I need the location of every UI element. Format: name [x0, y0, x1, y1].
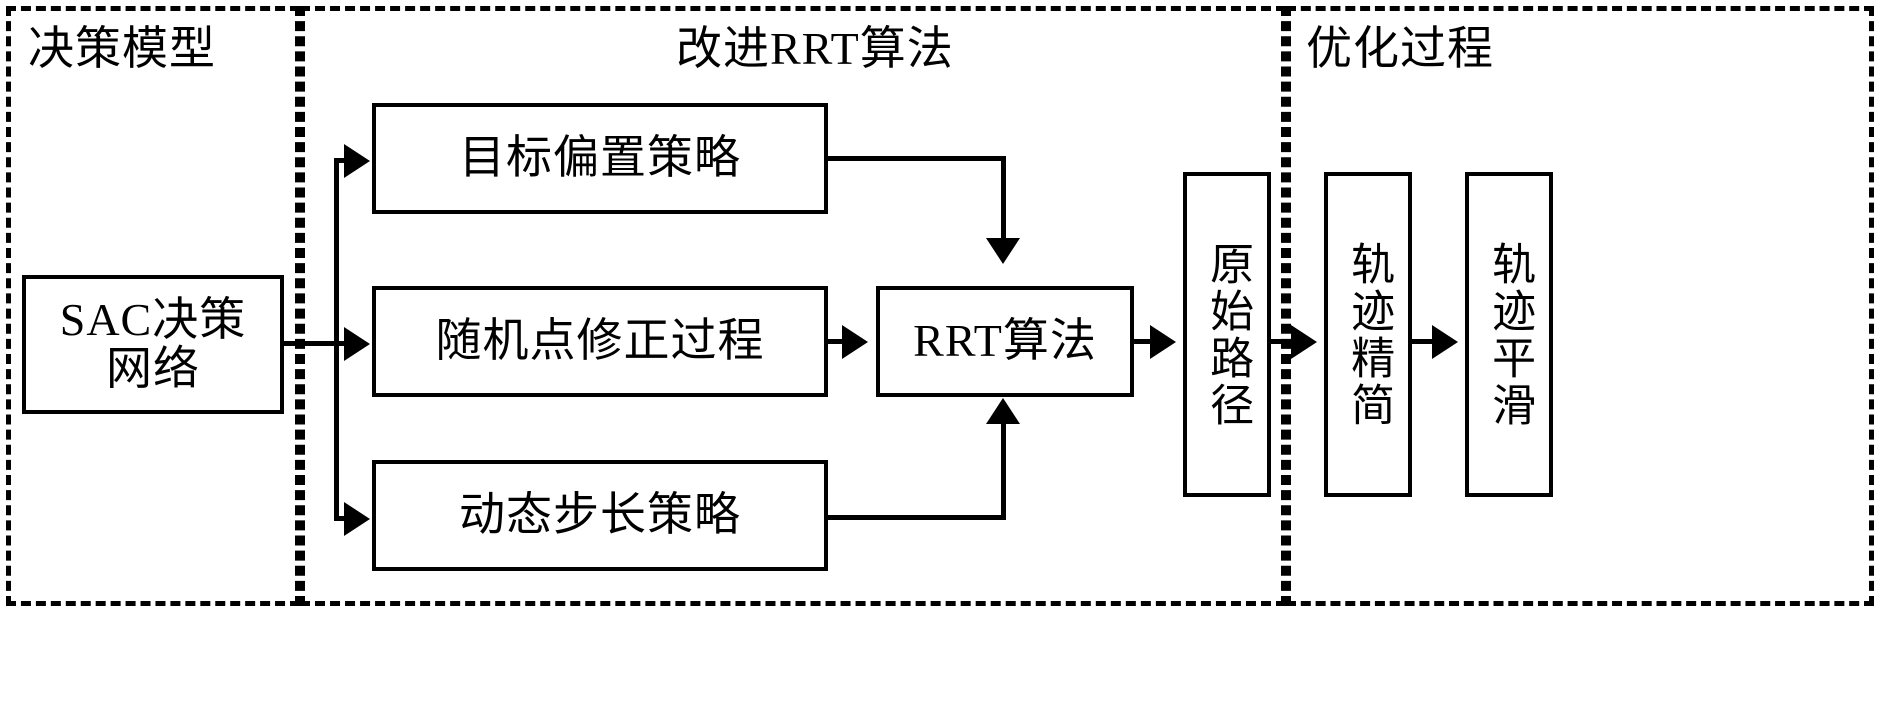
- connector-random-point-out: [828, 339, 846, 344]
- arrowhead-dynamic-step-into-rrt: [986, 398, 1020, 424]
- box-random-point-correction-label: 随机点修正过程: [435, 315, 765, 367]
- section-title-decision-model: 决策模型: [28, 23, 216, 74]
- box-sac-network[interactable]: SAC决策 网络: [22, 275, 284, 414]
- arrowhead-random-point-into-rrt: [842, 325, 868, 359]
- box-rrt-algorithm-label: RRT算法: [913, 315, 1097, 367]
- box-trajectory-simplify-label: 轨迹精简: [1344, 240, 1394, 429]
- box-trajectory-smooth[interactable]: 轨迹平滑: [1465, 172, 1553, 497]
- box-goal-bias-strategy[interactable]: 目标偏置策略: [372, 103, 828, 214]
- section-decision-model: [6, 6, 300, 606]
- arrowhead-rrt-into-original-path: [1150, 325, 1176, 359]
- arrowhead-to-dynamic-step: [344, 502, 370, 536]
- connector-branch-spine: [334, 160, 339, 520]
- connector-rrt-out: [1134, 339, 1154, 344]
- box-goal-bias-strategy-label: 目标偏置策略: [459, 132, 741, 184]
- connector-goal-bias-out: [826, 156, 1006, 161]
- section-improved-rrt: [300, 6, 1286, 606]
- box-random-point-correction[interactable]: 随机点修正过程: [372, 286, 828, 397]
- arrowhead-to-goal-bias: [344, 144, 370, 178]
- connector-goal-bias-down: [1001, 156, 1006, 240]
- arrowhead-to-random-point: [344, 327, 370, 361]
- section-title-optimization: 优化过程: [1306, 23, 1494, 74]
- connector-dynamic-step-up: [1001, 424, 1006, 518]
- box-dynamic-step-strategy-label: 动态步长策略: [459, 489, 741, 541]
- connector-dynamic-step-out: [826, 515, 1006, 520]
- box-original-path[interactable]: 原始路径: [1183, 172, 1271, 497]
- arrowhead-into-trajectory-smooth: [1432, 325, 1458, 359]
- connector-sac-out: [284, 341, 338, 346]
- box-trajectory-simplify[interactable]: 轨迹精简: [1324, 172, 1412, 497]
- connector-original-path-out: [1271, 339, 1295, 344]
- box-dynamic-step-strategy[interactable]: 动态步长策略: [372, 460, 828, 571]
- section-title-improved-rrt: 改进RRT算法: [676, 23, 954, 74]
- arrowhead-goal-bias-into-rrt: [986, 238, 1020, 264]
- box-original-path-label: 原始路径: [1203, 240, 1253, 429]
- section-optimization: [1286, 6, 1874, 606]
- box-trajectory-smooth-label: 轨迹平滑: [1485, 240, 1535, 429]
- box-rrt-algorithm[interactable]: RRT算法: [876, 286, 1134, 397]
- box-sac-network-label: SAC决策 网络: [59, 294, 247, 394]
- connector-trajectory-simplify-out: [1412, 339, 1436, 344]
- arrowhead-into-trajectory-simplify: [1291, 325, 1317, 359]
